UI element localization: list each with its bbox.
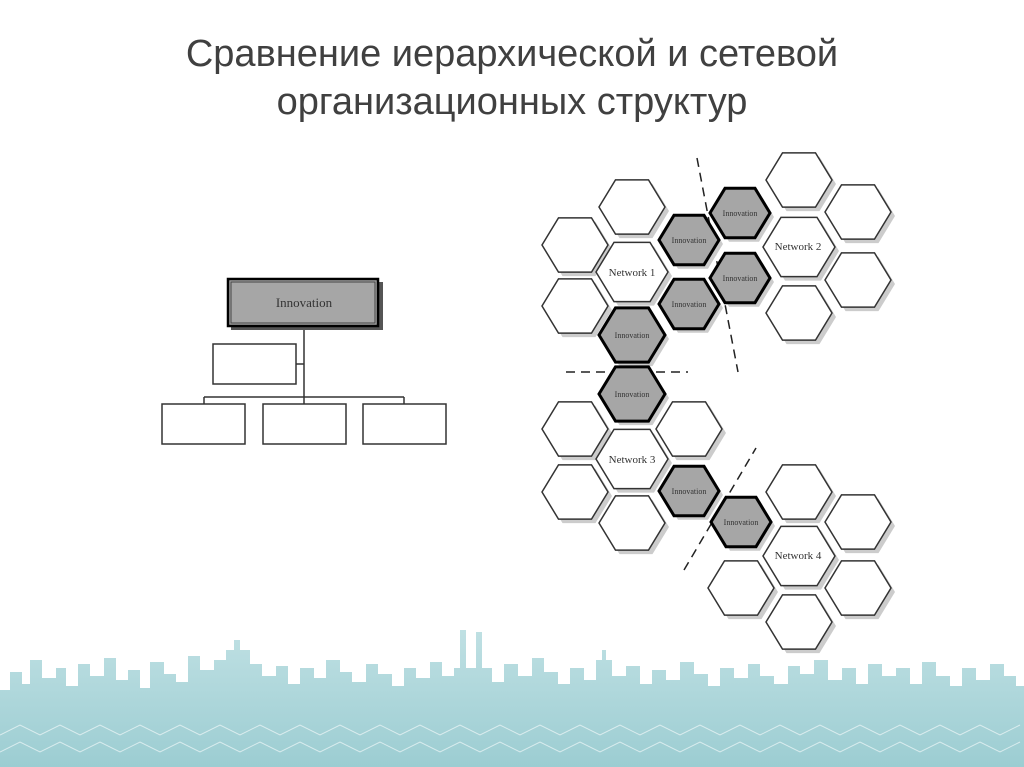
member-hexagon	[825, 561, 895, 619]
innovation-hexagon-label: Innovation	[615, 390, 650, 399]
skyline-silhouette	[0, 630, 1024, 767]
network-2-label: Network 2	[775, 241, 822, 253]
subunit-box-1	[162, 404, 245, 444]
innovation-hexagon-label: Innovation	[723, 274, 758, 283]
innovation-hexagon-label: Innovation	[615, 331, 650, 340]
member-hexagon	[825, 495, 895, 553]
member-hexagon	[766, 595, 836, 653]
innovation-box-label: Innovation	[276, 295, 333, 310]
innovation-hexagon-label: Innovation	[672, 300, 707, 309]
member-hexagon	[542, 465, 612, 523]
network-1-label: Network 1	[609, 267, 656, 279]
innovation-hexagon: Innovation	[659, 466, 723, 519]
member-hexagon	[825, 253, 895, 311]
innovation-hexagon: Innovation	[659, 215, 723, 268]
innovation-hexagon: Innovation	[659, 279, 723, 332]
member-hexagon	[708, 561, 778, 619]
member-hexagon	[599, 496, 669, 554]
network-hexagons: InnovationInnovationInnovationInnovation…	[542, 153, 895, 653]
innovation-hexagon: Innovation	[710, 188, 774, 241]
member-hexagon	[656, 402, 726, 460]
innovation-hexagon: Innovation	[710, 253, 774, 306]
innovation-hexagon-label: Innovation	[723, 209, 758, 218]
network-4-label: Network 4	[775, 550, 822, 562]
member-hexagon	[599, 180, 669, 238]
member-hexagon	[766, 286, 836, 344]
innovation-hexagon-label: Innovation	[672, 487, 707, 496]
member-hexagon	[825, 185, 895, 243]
subunit-box-2	[263, 404, 346, 444]
member-hexagon	[766, 465, 836, 523]
network-3-label: Network 3	[609, 454, 656, 466]
member-hexagon	[766, 153, 836, 211]
hierarchy-chart: Innovation	[162, 279, 446, 444]
innovation-hexagon: Innovation	[599, 367, 669, 425]
innovation-hexagon-label: Innovation	[672, 236, 707, 245]
innovation-hexagon-label: Innovation	[724, 518, 759, 527]
subunit-box-3	[363, 404, 446, 444]
innovation-hexagon: Innovation	[711, 497, 775, 550]
staff-box	[213, 344, 296, 384]
innovation-hexagon: Innovation	[599, 308, 669, 366]
city-skyline	[0, 630, 1024, 767]
